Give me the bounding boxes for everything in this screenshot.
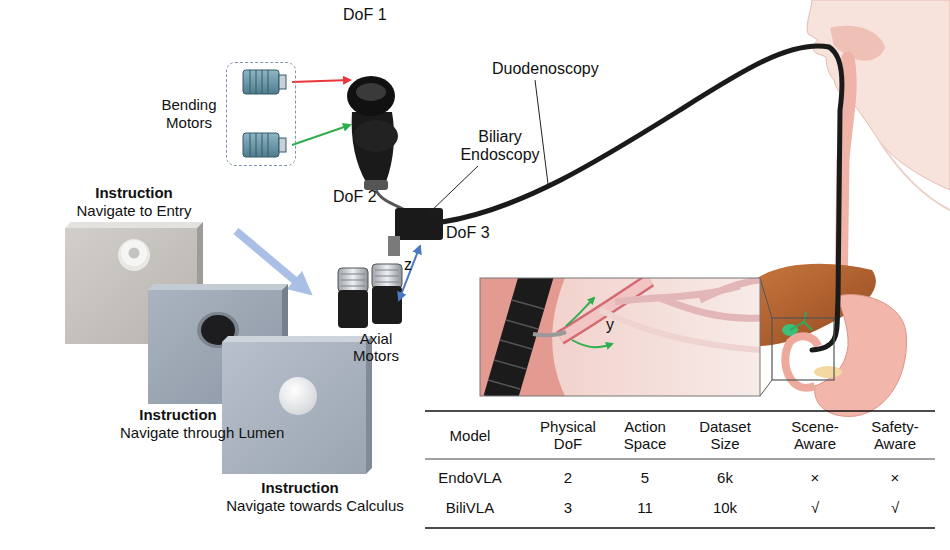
handle-dial — [354, 120, 398, 152]
body-outline — [880, 142, 950, 210]
table-cell: 5 — [610, 469, 680, 486]
table-cell: 11 — [610, 499, 680, 516]
node-text: Navigate towards Calculus — [215, 497, 415, 515]
table-cell: √ — [865, 499, 925, 516]
axis-label: z — [404, 256, 418, 274]
instruction-heading: Instruction — [240, 479, 360, 497]
endoscope-handle — [347, 76, 398, 190]
part-label: Axial Motors — [340, 330, 412, 364]
handle-dial — [356, 83, 386, 101]
part-label: Biliary Endoscopy — [455, 128, 545, 164]
duct-branch — [615, 280, 760, 318]
leader-line — [428, 166, 478, 214]
instruction-heading: Instruction — [118, 406, 238, 424]
motor-body — [243, 70, 279, 94]
dof-arrow — [292, 125, 350, 145]
scope-mount — [395, 208, 443, 240]
dof-label: DoF 2 — [333, 188, 393, 206]
table-cell: 3 — [533, 499, 603, 516]
table-cell: √ — [785, 499, 845, 516]
endoscopic-image — [222, 336, 372, 474]
bile-duct — [790, 312, 812, 330]
handle-dial — [347, 76, 395, 116]
instruction-image: InstructionNavigate towards Calculus — [222, 336, 372, 474]
cholangioscope — [533, 332, 566, 335]
tile-top — [222, 336, 372, 342]
zoom-line — [760, 380, 772, 396]
table-header: Safety-Aware — [865, 418, 925, 452]
duodenoscope — [500, 278, 538, 396]
motor-fins — [250, 133, 268, 157]
motor-body — [372, 286, 402, 324]
table-cell: 10k — [690, 499, 760, 516]
table-cell: BiliVLA — [430, 499, 510, 516]
zoom-line — [760, 278, 772, 318]
inset-illustration — [480, 278, 760, 396]
motor-body — [243, 133, 279, 157]
table-header: Dataset Size — [690, 418, 760, 452]
zoom-box — [772, 318, 834, 380]
node-text: Navigate to Entry — [45, 202, 223, 220]
axis-arrow — [399, 246, 420, 300]
node-text: Navigate through Lumen — [120, 424, 320, 442]
motion-arrow — [572, 340, 612, 347]
motor-cap — [279, 75, 286, 89]
table-rule — [425, 527, 935, 529]
calculus-stone — [279, 377, 317, 415]
inset-frame — [480, 278, 760, 396]
papilla-ring — [121, 240, 147, 266]
papilla-shadow — [118, 239, 150, 271]
table-cell: 2 — [533, 469, 603, 486]
motor-cap — [279, 138, 286, 152]
table-rule — [425, 459, 935, 460]
table-header: Model — [430, 427, 510, 444]
papilla-hole — [129, 248, 140, 259]
motion-arrow — [566, 298, 594, 326]
scope-mount-part — [388, 236, 400, 256]
tile-top — [65, 222, 203, 228]
axis-label: y — [606, 316, 620, 334]
dof-label: DoF 3 — [446, 224, 506, 242]
dof-label: DoF 1 — [343, 6, 403, 24]
tile-face — [222, 342, 366, 474]
node-text: Bending Motors — [155, 96, 223, 132]
part-label: Duodenoscopy — [492, 60, 622, 78]
table-header: Scene-Aware — [785, 418, 845, 452]
table-header: Physical DoF — [533, 418, 603, 452]
table-cell: × — [785, 469, 845, 486]
scope-ridges — [488, 300, 544, 389]
flow-arrow — [236, 231, 305, 289]
stomach — [815, 295, 907, 417]
motor-ridges — [341, 270, 399, 286]
instruction-heading: Instruction — [45, 184, 223, 202]
tile-top — [148, 284, 288, 290]
pancreas — [814, 366, 842, 378]
table-header: Action Space — [610, 418, 680, 452]
bile-duct — [560, 280, 650, 338]
table-cell: 6k — [690, 469, 760, 486]
table-cell: × — [865, 469, 925, 486]
motor-body — [338, 290, 368, 328]
duct-branch — [600, 310, 760, 350]
table-rule — [425, 410, 935, 412]
cable — [376, 190, 405, 210]
dof-arrow — [292, 80, 350, 82]
motor-fins — [250, 70, 268, 94]
leader-line — [535, 80, 548, 184]
axial-motor — [338, 264, 402, 328]
bile-duct — [560, 280, 650, 338]
head-profile — [807, 0, 950, 190]
motor-group-box: Bending Motors — [226, 62, 296, 166]
bending-motor — [243, 70, 286, 94]
table-cell: EndoVLA — [430, 469, 510, 486]
bending-motor — [243, 133, 286, 157]
